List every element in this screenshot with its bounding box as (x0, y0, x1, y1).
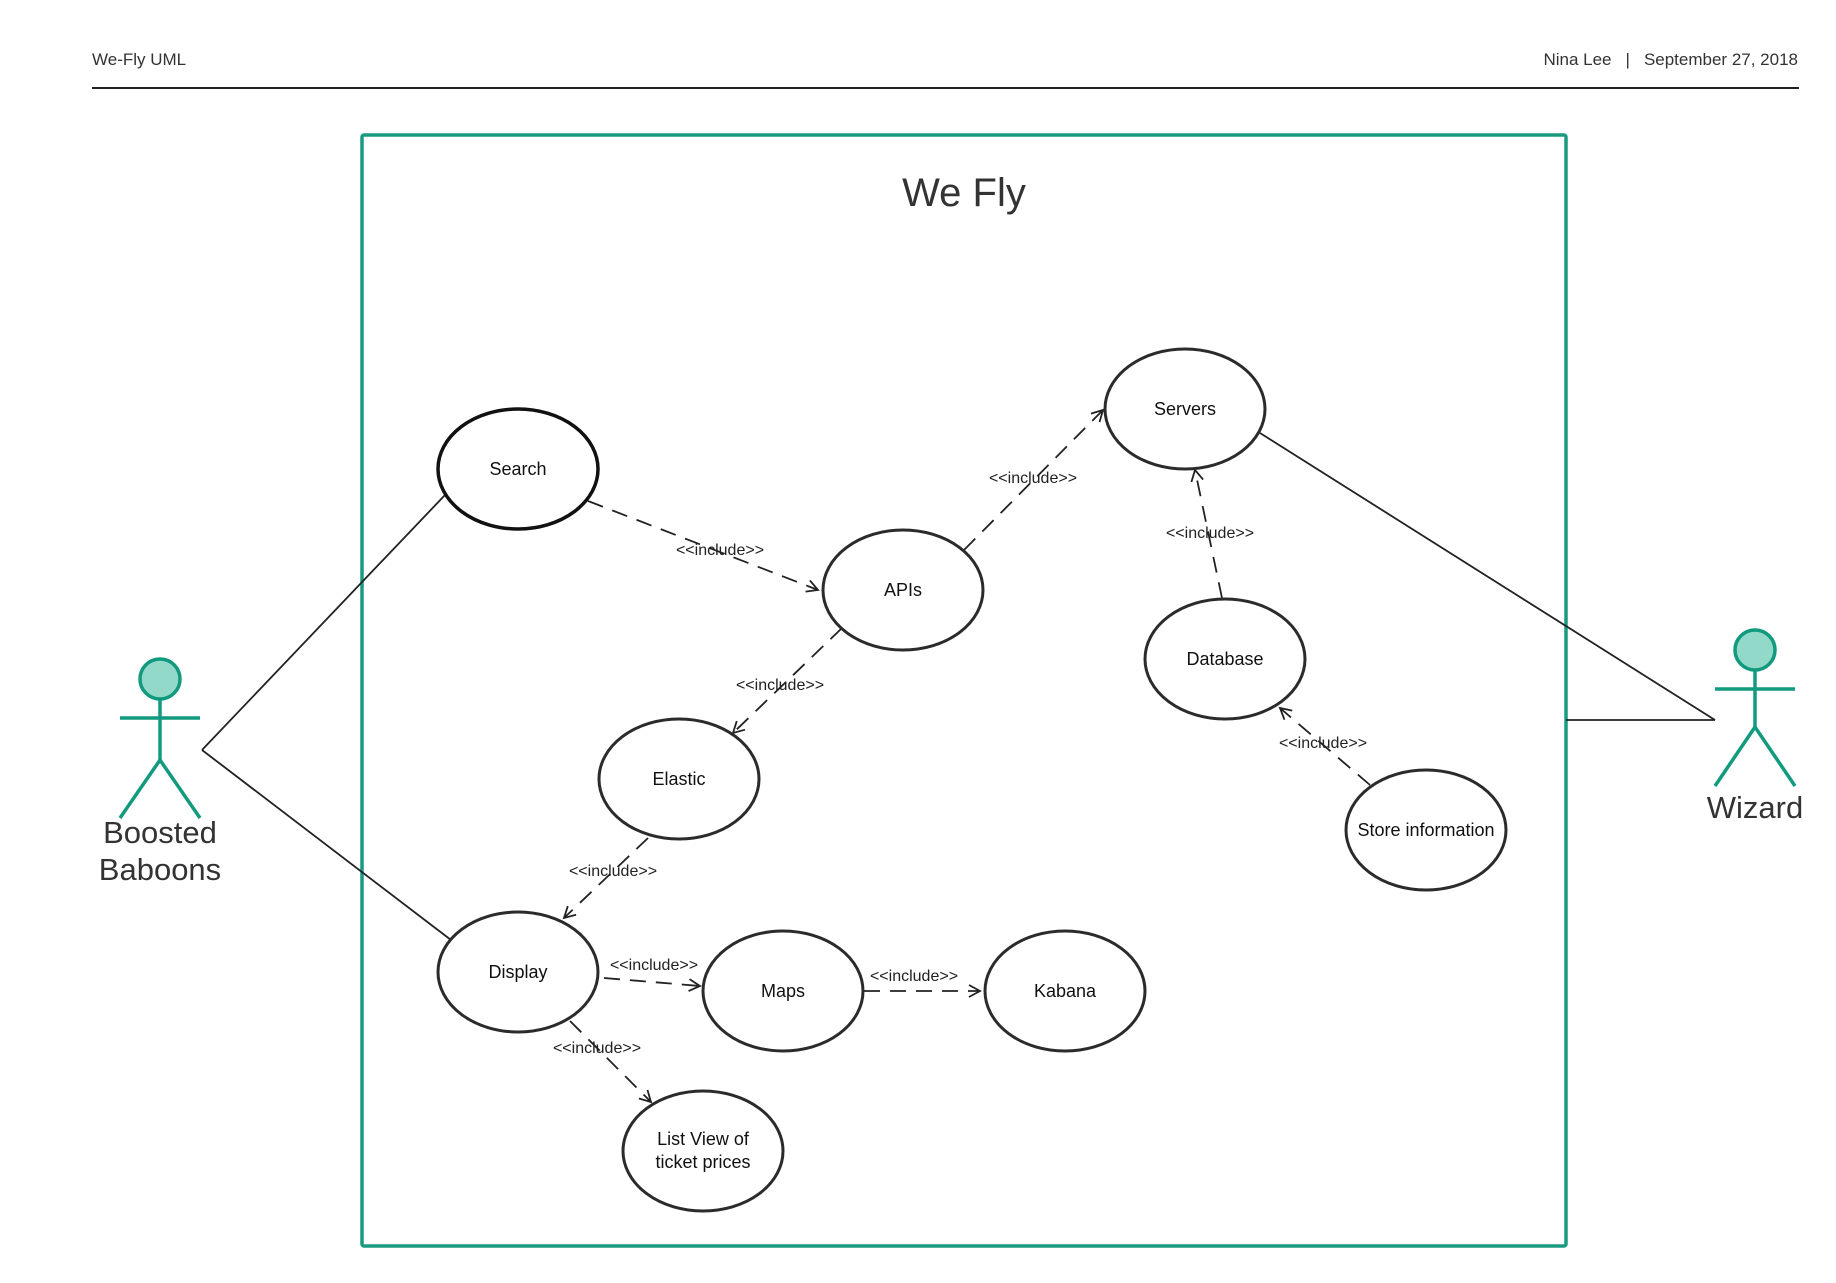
include-label-display-maps: <<include>> (610, 957, 698, 974)
use-case-kabana[interactable]: Kabana (983, 929, 1147, 1053)
include-label-store-database: <<include>> (1279, 735, 1367, 752)
include-display-listview (569, 1020, 653, 1104)
use-case-store-information-shape (1344, 768, 1508, 892)
include-store-database (1278, 706, 1371, 786)
document-meta: Nina Lee | September 27, 2018 (1543, 50, 1798, 70)
include-label-database-servers: <<include>> (1166, 525, 1254, 542)
include-labels: <<include>> <<include>> <<include>> <<in… (553, 470, 1367, 1057)
use-case-maps-shape (701, 929, 865, 1053)
use-case-maps-label: Maps (761, 981, 805, 1001)
use-case-database[interactable]: Database (1143, 597, 1307, 721)
include-display-maps (603, 977, 702, 992)
use-case-list-view-shape (621, 1089, 785, 1213)
use-case-list-view[interactable]: List View of ticket prices (621, 1089, 785, 1213)
include-database-servers (1190, 468, 1223, 599)
use-case-apis-shape (821, 528, 985, 652)
actor-wizard-label: Wizard (1707, 790, 1803, 825)
use-case-display-shape (436, 910, 600, 1034)
use-case-list-view-label-line2: ticket prices (655, 1152, 750, 1172)
include-search-apis (587, 500, 820, 593)
association-wizard-servers (1259, 432, 1716, 721)
actor-boosted-baboons-label-line1: Boosted (103, 815, 217, 850)
use-case-servers-label: Servers (1154, 399, 1216, 419)
use-case-apis-label: APIs (884, 580, 922, 600)
use-case-display-label: Display (488, 962, 547, 982)
use-case-elastic[interactable]: Elastic (597, 717, 761, 841)
use-case-maps[interactable]: Maps (701, 929, 865, 1053)
include-label-display-listview: <<include>> (553, 1040, 641, 1057)
use-case-servers[interactable]: Servers (1103, 347, 1267, 471)
use-case-display[interactable]: Display (436, 910, 600, 1034)
use-case-database-shape (1143, 597, 1307, 721)
use-case-servers-shape (1103, 347, 1267, 471)
include-apis-servers (963, 408, 1105, 551)
document-title: We-Fly UML (92, 50, 187, 69)
use-case-store-information[interactable]: Store information (1344, 768, 1508, 892)
include-label-search-apis: <<include>> (676, 542, 764, 559)
meta-separator: | (1625, 50, 1630, 69)
use-case-kabana-shape (983, 929, 1147, 1053)
document-date: September 27, 2018 (1643, 50, 1798, 69)
use-case-store-information-label: Store information (1357, 820, 1494, 840)
header-divider (92, 87, 1799, 89)
include-label-elastic-display: <<include>> (569, 863, 657, 880)
use-case-kabana-label: Kabana (1034, 981, 1097, 1001)
use-case-list-view-label-line1: List View of (657, 1129, 750, 1149)
include-relations (562, 408, 1371, 1104)
actor-boosted-baboons-label-line2: Baboons (99, 852, 221, 887)
use-case-database-label: Database (1186, 649, 1263, 669)
actor-figure-icon (118, 657, 202, 819)
actor-figure-icon (1713, 628, 1797, 787)
actor-boosted-baboons[interactable]: Boosted Baboons (99, 657, 221, 887)
include-label-apis-servers: <<include>> (989, 470, 1077, 487)
include-elastic-display (562, 837, 649, 920)
use-case-search-shape (436, 407, 600, 531)
system-title: We Fly (902, 171, 1026, 215)
author-name: Nina Lee (1543, 50, 1612, 69)
use-case-apis[interactable]: APIs (821, 528, 985, 652)
include-label-maps-kabana: <<include>> (870, 968, 958, 985)
use-case-search[interactable]: Search (436, 407, 600, 531)
actor-wizard[interactable]: Wizard (1707, 628, 1803, 825)
association-lines (201, 432, 1716, 941)
use-case-elastic-label: Elastic (652, 769, 705, 789)
association-boosted-display (201, 749, 452, 941)
association-boosted-search (201, 494, 446, 751)
include-label-apis-elastic: <<include>> (736, 677, 824, 694)
system-boundary (360, 133, 1568, 1248)
use-case-elastic-shape (597, 717, 761, 841)
use-case-search-label: Search (489, 459, 546, 479)
